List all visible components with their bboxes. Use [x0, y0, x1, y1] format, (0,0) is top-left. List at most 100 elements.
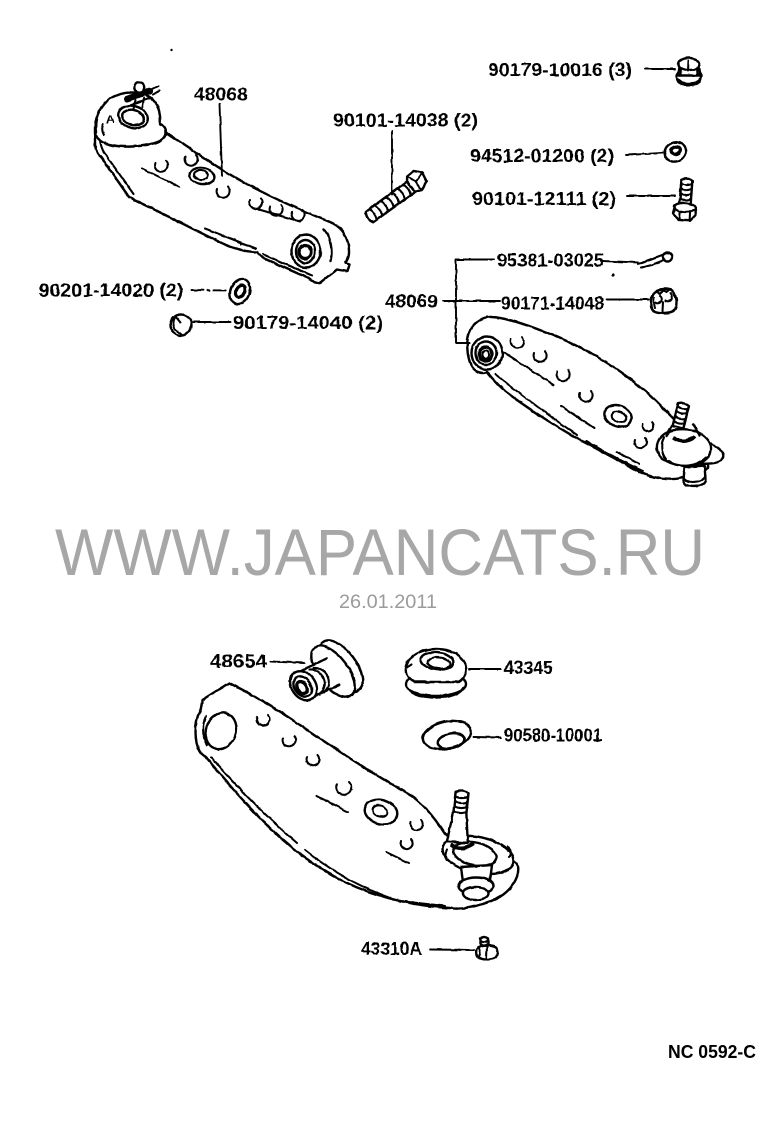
dust-cover-43345 [404, 647, 468, 699]
bottom-arm-grommet-outer [363, 798, 399, 826]
bottom-arm-ridge-2 [384, 850, 411, 865]
bolt-12111-head-facets [678, 210, 692, 222]
upper-arm-bushing-bore [297, 243, 313, 261]
nut-43310a-facets [477, 944, 489, 960]
bottom-arm-flange-line-1 [209, 755, 299, 845]
plug-90179-14040 [169, 313, 193, 337]
flange-nut-90179-10016 [675, 56, 703, 87]
watermark-site-text: WWW.JAPANCATS.RU [55, 515, 705, 589]
lower-control-arm-drawing [466, 315, 725, 488]
bottom-arm-flange-line-2 [303, 848, 392, 900]
bottom-arm-eye-arc [202, 714, 209, 747]
cotter-pin-95381-03025 [636, 251, 674, 269]
upper-arm-slot-2 [183, 153, 199, 167]
speck-3 [239, 242, 243, 246]
dust-cover-base-lip [407, 686, 465, 699]
leader-48068 [218, 103, 223, 177]
bottom-arm-eye [204, 711, 238, 751]
washer-94512-outer [663, 141, 688, 163]
lower-arm-slot-3 [555, 368, 571, 382]
bushing-groove-1 [308, 668, 326, 696]
bottom-arm-slot-5 [409, 818, 424, 832]
washer-94512-inner [669, 145, 682, 156]
bushing-bore [295, 679, 309, 696]
cotter-pin-legs [636, 253, 666, 269]
bracket-48069 [455, 258, 495, 344]
bushing-groove-2 [312, 666, 330, 694]
flange-nut-facets [679, 59, 699, 77]
dust-cover-opening-inner [426, 656, 452, 670]
leader-48654 [269, 660, 306, 664]
grease-fitting-band [128, 96, 154, 107]
bottom-arm-neck-bottom [461, 885, 490, 902]
grease-fitting-ball [133, 81, 146, 94]
leader-94512-01200 [625, 152, 664, 156]
upper-arm-slot-1 [153, 159, 169, 173]
label-48068: 48068 [194, 84, 248, 105]
lower-arm-bushing-hole [480, 349, 491, 360]
lower-arm-ridge-1 [500, 349, 556, 387]
bushing-48654 [288, 639, 364, 702]
plug-detail [172, 315, 183, 336]
castle-nut-body [649, 287, 678, 315]
watermark: WWW.JAPANCATS.RU 26.01.2011 [55, 515, 705, 613]
leader-43310a [429, 948, 475, 951]
lower-arm-ball-lip-edge [660, 435, 668, 461]
bottom-arm-ridge-1 [315, 794, 350, 814]
leader-90580-10001 [472, 736, 502, 739]
lower-arm-ball-joint [655, 401, 725, 488]
upper-arm-fork-edge [322, 227, 333, 263]
bottom-arm-stud-threads [452, 795, 470, 815]
lower-arm-bushing-bore [477, 345, 494, 363]
label-43310a: 43310A [361, 938, 422, 959]
label-90201-14020: 90201-14020 (2) [39, 280, 184, 301]
leader-95381-03025 [602, 260, 639, 264]
lower-arm-body [466, 315, 710, 481]
flange-nut-flange-lip [675, 78, 703, 87]
bottom-arm-plate-notch-left [444, 848, 449, 862]
label-95381-03025: 95381-03025 [497, 250, 604, 271]
cotter-pin-eye [661, 251, 674, 263]
bottom-control-arm-drawing [194, 681, 520, 910]
label-48654: 48654 [210, 651, 268, 672]
label-48069: 48069 [385, 291, 438, 312]
label-43345: 43345 [504, 657, 553, 678]
washer-90580-10001 [421, 719, 473, 751]
bottom-arm-body [194, 681, 520, 910]
bottom-arm-slot-6 [399, 837, 414, 851]
part-labels: 48068 90179-10016 (3) 90101-14038 (2) 94… [39, 59, 633, 959]
label-90171-14048: 90171-14048 [501, 293, 604, 314]
bolt-14038-threads [368, 183, 412, 221]
grease-fitting-hex [124, 88, 153, 102]
bolt-14038-head-facet [406, 171, 424, 192]
bottom-arm-ball-joint [441, 789, 515, 902]
bottom-arm-slot-4 [335, 780, 353, 796]
bottom-arm-flange-line-3 [398, 899, 447, 908]
bolt-12111-head-top [673, 201, 697, 214]
lower-arm-ball-bottom [667, 456, 708, 467]
lower-arm-slot-4 [578, 389, 594, 403]
upper-arm-flange-line-2 [203, 227, 258, 250]
speck-2 [611, 273, 615, 277]
label-90179-14040: 90179-14040 (2) [233, 312, 383, 333]
bottom-arm-ball-stud [445, 789, 470, 845]
lower-arm-slot-2 [532, 349, 548, 363]
lower-arm-slot-1 [509, 335, 525, 349]
lower-arm-ridge-2 [559, 404, 596, 430]
bottom-arm-slot-1 [255, 713, 271, 727]
bottom-arm-slot-2 [281, 734, 297, 748]
washer-90201-inner [234, 283, 247, 299]
lower-arm-boot-band [672, 435, 696, 443]
lower-arm-ridge-3 [615, 450, 641, 466]
view-marker-a: A [106, 113, 115, 127]
lower-arm-slot-6 [633, 436, 648, 450]
upper-arm-flange-line-3 [262, 253, 314, 277]
scanned-artwork: A [39, 48, 725, 961]
bolt-90101-14038 [364, 169, 428, 224]
lower-arm-ball-stud [671, 401, 691, 430]
lower-arm-stub-flange [682, 474, 707, 483]
lower-arm-flange-line-1 [493, 372, 579, 437]
label-94512-01200: 94512-01200 (2) [470, 145, 614, 166]
leader-lines [190, 68, 676, 951]
